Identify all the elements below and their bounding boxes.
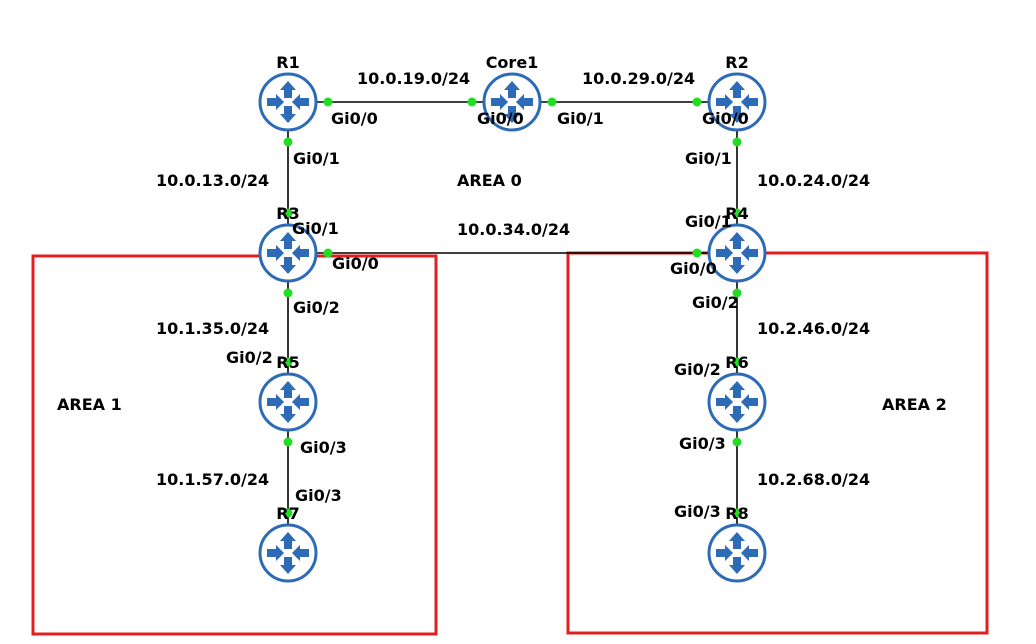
interface-label-r3-gi00: Gi0/0 [332,254,379,273]
router-r8[interactable] [707,523,767,583]
interface-label-r8-gi03: Gi0/3 [674,502,721,521]
interface-label-r7-gi03: Gi0/3 [295,486,342,505]
interface-label-r5-gi02: Gi0/2 [226,348,273,367]
port-dot-r3-gi00 [323,248,333,258]
port-dot-r3-gi01 [283,208,293,218]
area-1-boundary [31,254,438,636]
interface-label-r5-gi03: Gi0/3 [300,438,347,457]
router-r1[interactable] [258,72,318,132]
router-icon [707,72,767,132]
router-icon [707,223,767,283]
subnet-label-r5-r7: 10.1.57.0/24 [156,470,269,489]
interface-label-r1-gi00: Gi0/0 [331,109,378,128]
port-dot-r1-gi00 [323,97,333,107]
router-icon [258,372,318,432]
router-label-r2: R2 [725,53,748,72]
area-label-0: AREA 0 [457,171,522,190]
area-label-2: AREA 2 [882,395,947,414]
router-label-r1: R1 [276,53,299,72]
subnet-label-core1-r2: 10.0.29.0/24 [582,69,695,88]
port-dot-r1-gi01 [283,137,293,147]
subnet-label-r2-r4: 10.0.24.0/24 [757,171,870,190]
subnet-label-r3-r5: 10.1.35.0/24 [156,319,269,338]
interface-label-r2-gi00: Gi0/0 [702,109,749,128]
router-label-core1: Core1 [486,53,539,72]
router-label-r6: R6 [725,353,748,372]
port-dot-core1-gi00 [467,97,477,107]
interface-label-core1-gi01: Gi0/1 [557,109,604,128]
port-dot-r2-gi00 [692,97,702,107]
router-label-r4: R4 [725,204,748,223]
interface-label-r4-gi01: Gi0/1 [685,212,732,231]
interface-label-r4-gi00: Gi0/0 [670,259,717,278]
subnet-label-r1-core1: 10.0.19.0/24 [357,69,470,88]
port-dot-r4-gi01 [732,208,742,218]
area-label-1: AREA 1 [57,395,122,414]
router-label-r7: R7 [276,504,299,523]
interface-label-r1-gi01: Gi0/1 [293,149,340,168]
router-r2[interactable] [707,72,767,132]
port-dot-r5-gi02 [283,357,293,367]
router-icon [258,523,318,583]
interface-label-r3-gi02: Gi0/2 [293,298,340,317]
subnet-label-r3-r4: 10.0.34.0/24 [457,220,570,239]
subnet-label-r1-r3: 10.0.13.0/24 [156,171,269,190]
interface-label-r6-gi03: Gi0/3 [679,434,726,453]
area-2-boundary [566,251,989,635]
port-dot-r3-gi02 [283,288,293,298]
port-dot-r4-gi00 [692,248,702,258]
router-icon [482,72,542,132]
interface-label-r2-gi01: Gi0/1 [685,149,732,168]
port-dot-r2-gi01 [732,137,742,147]
router-icon [707,523,767,583]
router-r5[interactable] [258,372,318,432]
router-icon [258,72,318,132]
port-dot-core1-gi01 [547,97,557,107]
port-dot-r5-gi03 [283,437,293,447]
router-icon [707,372,767,432]
router-r7[interactable] [258,523,318,583]
interface-label-r4-gi02: Gi0/2 [692,293,739,312]
port-dot-r6-gi02 [732,357,742,367]
router-label-r8: R8 [725,504,748,523]
router-label-r5: R5 [276,353,299,372]
port-dot-r8-gi03 [732,508,742,518]
router-r6[interactable] [707,372,767,432]
interface-label-r6-gi02: Gi0/2 [674,360,721,379]
router-icon [258,223,318,283]
router-r4[interactable] [707,223,767,283]
interface-label-core1-gi00: Gi0/0 [477,109,524,128]
router-label-r3: R3 [276,204,299,223]
interface-label-r3-gi01: Gi0/1 [292,219,339,238]
port-dot-r6-gi03 [732,437,742,447]
subnet-label-r4-r6: 10.2.46.0/24 [757,319,870,338]
router-core1[interactable] [482,72,542,132]
port-dot-r4-gi02 [732,288,742,298]
router-r3[interactable] [258,223,318,283]
subnet-label-r6-r8: 10.2.68.0/24 [757,470,870,489]
port-dot-r7-gi03 [283,508,293,518]
